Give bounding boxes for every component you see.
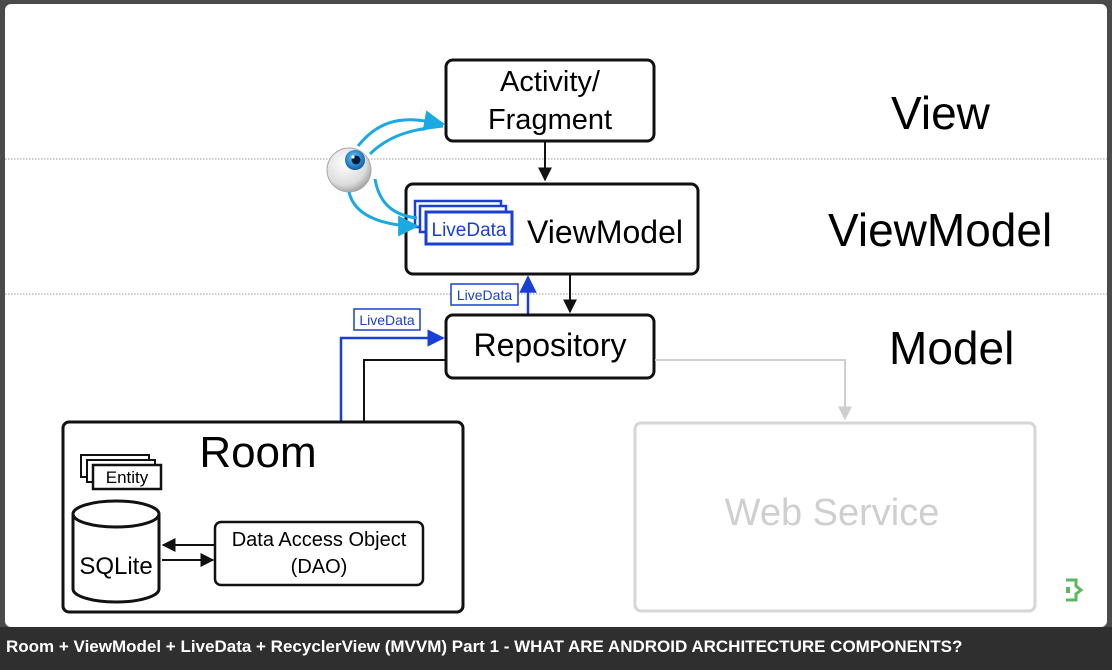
entity-label: Entity — [106, 468, 149, 487]
observer-arrow-outer — [356, 110, 446, 147]
observer-arrow-inner — [347, 191, 420, 237]
dao-label-line1: Data Access Object — [232, 529, 407, 551]
observer-eye-icon — [326, 147, 372, 193]
livedata-tag-repository — [450, 283, 519, 306]
observer-arrow-outer-2 — [368, 124, 444, 156]
livedata-inner-box — [424, 210, 514, 246]
activity-label: Activity/ — [500, 66, 601, 98]
channel-logo-icon — [1066, 578, 1084, 602]
room-label: Room — [199, 428, 316, 477]
entity-stack: Entity — [80, 454, 163, 491]
arrow-repository-to-webservice — [655, 359, 852, 421]
dao-label-line2: (DAO) — [291, 556, 348, 578]
fragment-label: Fragment — [488, 104, 612, 136]
layer-label-viewmodel: ViewModel — [828, 204, 1052, 256]
repository-label: Repository — [474, 327, 627, 363]
activity-fragment-box: Activity/ Fragment — [444, 58, 656, 143]
dao-box: Data Access Object (DAO) — [213, 520, 425, 587]
sqlite-label: SQLite — [79, 553, 152, 580]
web-service-label: Web Service — [725, 492, 940, 534]
layer-label-view: View — [891, 87, 991, 139]
viewmodel-box: LiveData ViewModel — [404, 182, 700, 276]
sqlite-database-icon: SQLite — [71, 499, 161, 604]
livedata-tag-repository-label: LiveData — [457, 287, 512, 303]
architecture-diagram: View ViewModel Model Activity/ Fragment … — [5, 58, 1107, 614]
video-caption-bar: Room + ViewModel + LiveData + RecyclerVi… — [0, 627, 1112, 670]
livedata-tag-dao-label: LiveData — [359, 312, 414, 328]
viewmodel-label: ViewModel — [527, 214, 683, 250]
observer-arrow-inner-2 — [373, 178, 418, 220]
diagram-stage: View ViewModel Model Activity/ Fragment … — [5, 4, 1107, 627]
livedata-inner-label: LiveData — [432, 220, 507, 241]
livedata-tag-dao — [353, 308, 421, 331]
layer-label-model: Model — [889, 322, 1014, 374]
web-service-box: Web Service — [633, 421, 1037, 613]
video-title: Room + ViewModel + LiveData + RecyclerVi… — [6, 637, 963, 656]
repository-box: Repository — [444, 313, 656, 380]
